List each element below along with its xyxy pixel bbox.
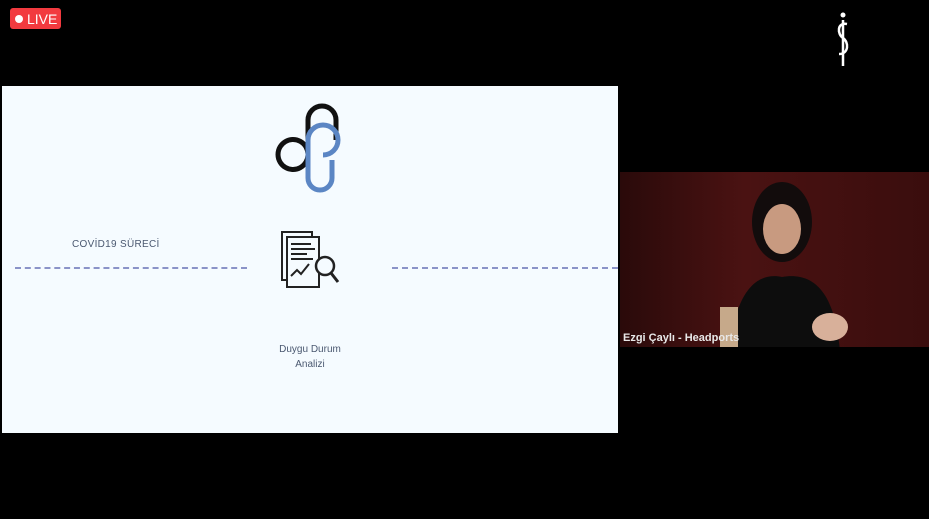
caption-line-2: Analizi — [295, 359, 325, 370]
live-label: LIVE — [27, 10, 58, 27]
channel-logo — [837, 12, 849, 66]
timeline-label: COVİD19 SÜRECİ — [72, 239, 160, 250]
live-dot-icon — [15, 14, 23, 23]
participant-video: Ezgi Çaylı - Headports — [620, 172, 929, 347]
slide-logo — [275, 103, 341, 193]
timeline-dash-right — [392, 267, 618, 269]
participant-image — [720, 182, 848, 347]
caption-line-1: Duygu Durum — [279, 344, 341, 355]
document-analysis-icon — [281, 231, 340, 288]
timeline-dash-left — [15, 267, 247, 269]
participant-name: Ezgi Çaylı - Headports — [623, 332, 740, 344]
live-badge: LIVE — [10, 8, 61, 29]
